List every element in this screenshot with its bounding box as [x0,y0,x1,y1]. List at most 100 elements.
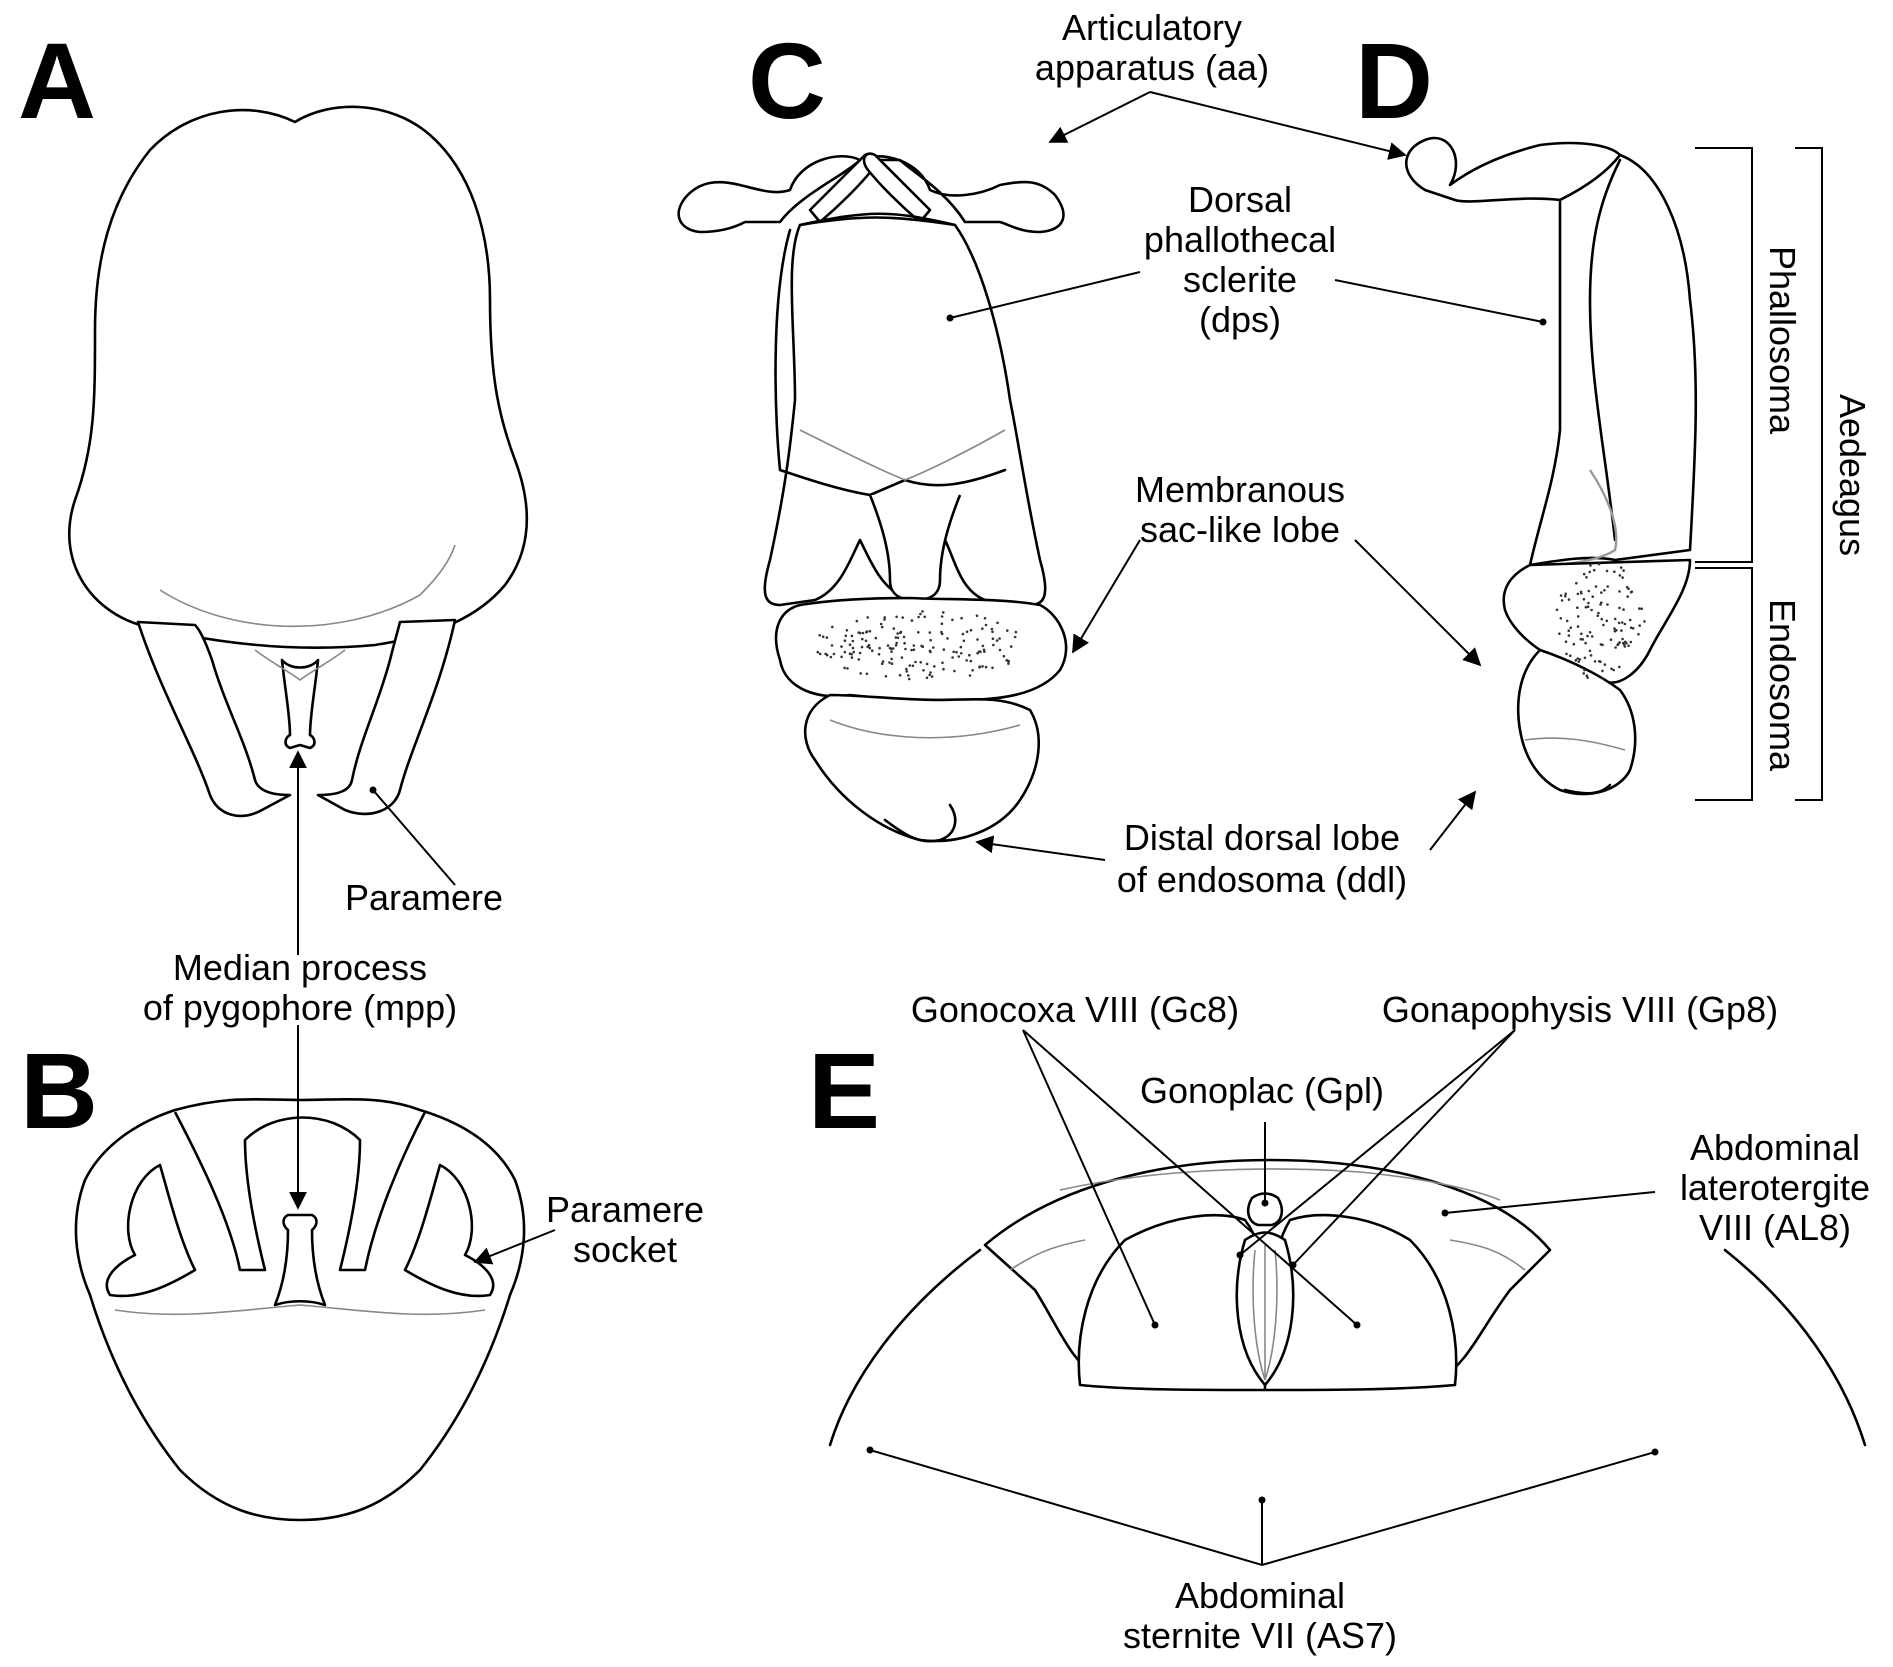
stipple-dot [857,658,861,661]
stipple-dot [902,635,906,639]
stipple-dot [1588,570,1591,574]
stipple-dot [976,638,979,641]
stipple-dot [818,652,822,656]
stipple-dot [1618,590,1621,593]
stipple-dot [843,639,847,642]
stipple-dot [1593,660,1597,663]
stipple-dot [1621,637,1624,641]
stipple-dot [969,628,973,632]
stipple-dot [881,660,885,663]
leader-dot-dps-c [946,314,954,322]
dps-shadow-arc [799,429,1006,481]
stipple-dot [1605,619,1609,623]
stipple-dot [998,648,1002,652]
stipple-dot [925,676,929,680]
leader-dot-dps-d [1539,318,1547,326]
stipple-dot [965,659,968,662]
stipple-dot [844,634,848,638]
stipple-dot [861,631,865,635]
stipple-dot [1620,629,1623,632]
stipple-dot [951,656,954,659]
stipple-dot [816,650,820,654]
leader-dot-as7-top [1258,1496,1266,1504]
stipple-dot [977,650,981,653]
stipple-dot [1643,620,1646,623]
stipple-dot [1575,581,1578,585]
stipple-dot [982,648,986,652]
stipple-dot [1007,662,1010,665]
panel-d-drawing [1404,136,1698,796]
stipple-dot [1628,618,1632,622]
stipple-dot [892,627,896,630]
stipple-dot [851,639,855,643]
stipple-dot [878,646,881,650]
stipple-dot [1558,632,1561,635]
stipple-dot [1588,631,1592,634]
stipple-dot [877,653,881,656]
stipple-dot [1594,585,1598,588]
stipple-dot [968,653,971,657]
stipple-dot [1559,617,1563,620]
leader-dot-gpl [1261,1199,1269,1207]
stipple-dot [895,615,898,619]
brackets [1695,147,1823,801]
stipple-dot [1599,660,1602,663]
stipple-dot [886,644,890,647]
label-gpl: Gonoplac (Gpl) [1140,1070,1384,1111]
stipple-dot [864,639,868,643]
stipple-dot [1622,643,1626,646]
stipple-dot [1617,621,1621,625]
stipple-dot [1581,638,1585,641]
stipple-dot [971,669,974,672]
leader-lines [289,91,1659,1567]
articulatory-apparatus-c [677,155,1065,234]
stipple-dot [890,650,893,653]
stipple-dot [894,636,898,639]
stipple-dot [1616,643,1619,647]
leader-dps-c [949,271,1141,319]
stipple-dot [1626,595,1629,598]
stipple-dot [925,662,929,666]
stipple-dot [921,610,924,613]
endosoma-d [1516,648,1637,796]
stipple-dot [1572,642,1576,646]
leader-dot-as7-left [866,1446,874,1454]
label-aedeagus: Aedeagus [1832,394,1873,556]
stipple-dot [830,644,834,647]
stipple-dot [852,650,855,654]
stipple-dot [1582,572,1586,576]
stipple-dot [904,647,907,651]
stipple-dot [866,645,869,648]
stipple-dot [905,667,908,671]
panel-b-drawing [74,1097,526,1522]
stipple-dot [861,637,864,641]
stipple-dot [959,645,963,649]
stipple-dot [951,618,954,622]
stipple-dot [1600,601,1603,604]
arrow-ddl-d [1429,790,1477,851]
stipple-dot [1568,654,1572,657]
gonapophysis-striae [1252,1245,1278,1381]
stipple-dot [1569,626,1572,629]
stipple-dot [1576,592,1580,596]
stipple-dot [1586,676,1589,679]
stipple-dot [899,630,903,634]
endosoma-bracket [1695,567,1753,801]
label-aa-2: apparatus (aa) [1035,47,1269,88]
stipple-dot [1630,590,1634,593]
stipple-dot [1567,634,1571,637]
stipple-dot [957,655,961,658]
stipple-dot [890,647,893,650]
stipple-dot [919,612,922,616]
leader-dot-gp8-1 [1236,1251,1244,1259]
stipple-dot [960,652,963,655]
stipple-dot [1590,635,1594,638]
stipple-dot [946,637,949,640]
stipple-dot [1602,623,1605,627]
dps-posterior-band [798,212,957,227]
label-endosoma: Endosoma [1762,599,1803,772]
stipple-dot [857,631,860,634]
stipple-dot [1600,617,1604,621]
stipple-dot [976,651,979,655]
